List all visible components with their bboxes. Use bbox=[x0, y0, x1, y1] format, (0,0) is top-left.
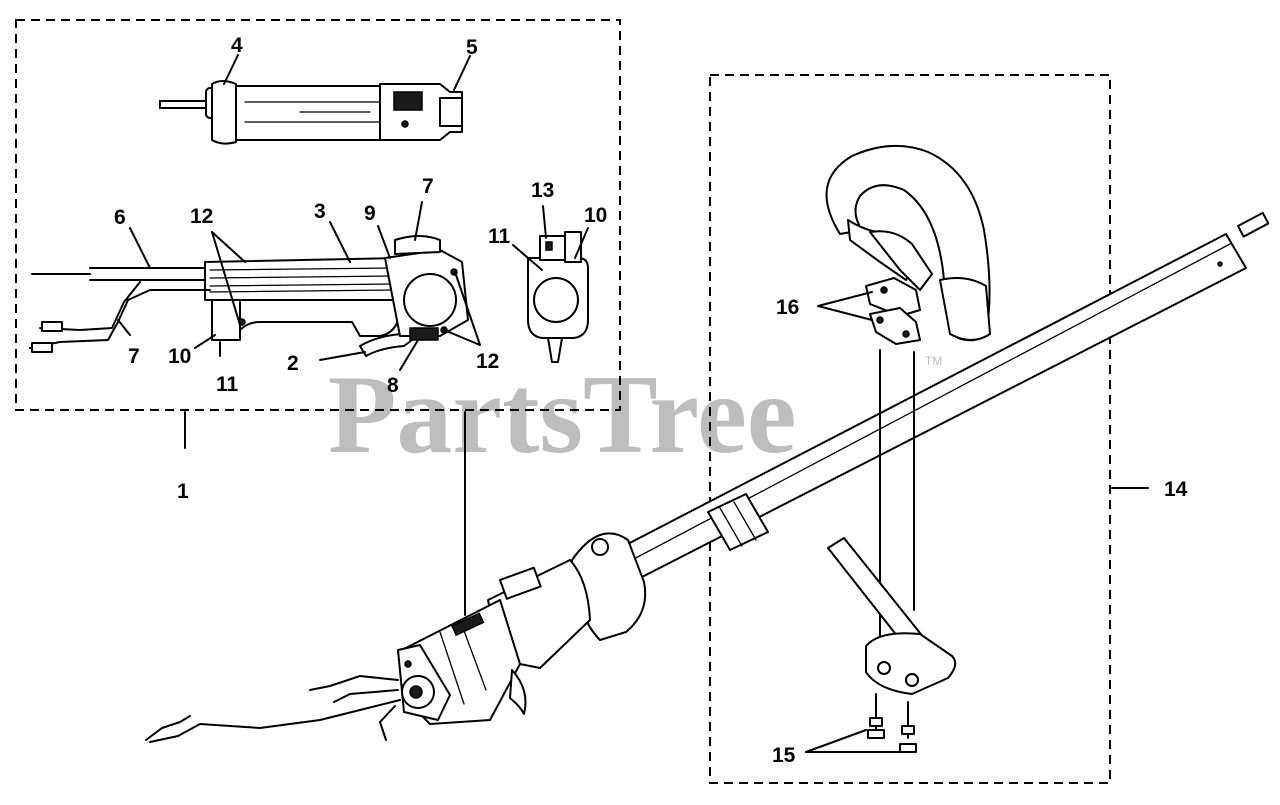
clamp-part bbox=[527, 231, 589, 363]
callout-label: 12 bbox=[190, 205, 213, 228]
callout-label: 10 bbox=[168, 345, 191, 368]
callout-label: 14 bbox=[1164, 478, 1188, 501]
assembly-box-14 bbox=[709, 74, 1111, 784]
callout-label: 11 bbox=[216, 373, 239, 396]
callout-label: 6 bbox=[114, 206, 126, 229]
watermark-tm: TM bbox=[925, 354, 942, 368]
throttle-handle-part bbox=[29, 235, 469, 357]
callout-label: 8 bbox=[387, 374, 399, 397]
callout-label: 11 bbox=[488, 225, 511, 248]
callout-label: 5 bbox=[466, 36, 478, 59]
assembly-box-1 bbox=[15, 19, 621, 411]
callout-label: 13 bbox=[531, 179, 554, 202]
callout-label: 7 bbox=[422, 175, 434, 198]
handle-clamp-part bbox=[827, 537, 957, 695]
callout-label: 2 bbox=[287, 352, 299, 375]
callout-label: 3 bbox=[314, 200, 326, 223]
handle-housing-part bbox=[159, 80, 463, 145]
callout-label: 9 bbox=[364, 202, 376, 225]
callout-label: 1 bbox=[177, 480, 189, 503]
callout-label: 15 bbox=[772, 744, 796, 767]
screw-part bbox=[867, 693, 917, 753]
shaft-assembly bbox=[145, 211, 1270, 743]
callout-label: 16 bbox=[776, 296, 799, 319]
watermark: PartsTree bbox=[328, 353, 797, 477]
callout-label: 7 bbox=[128, 345, 140, 368]
callout-label: 4 bbox=[231, 34, 243, 57]
handle-bracket-part bbox=[865, 277, 921, 345]
loop-handle-part bbox=[825, 144, 991, 342]
callout-label: 12 bbox=[476, 350, 499, 373]
callout-label: 10 bbox=[584, 204, 607, 227]
